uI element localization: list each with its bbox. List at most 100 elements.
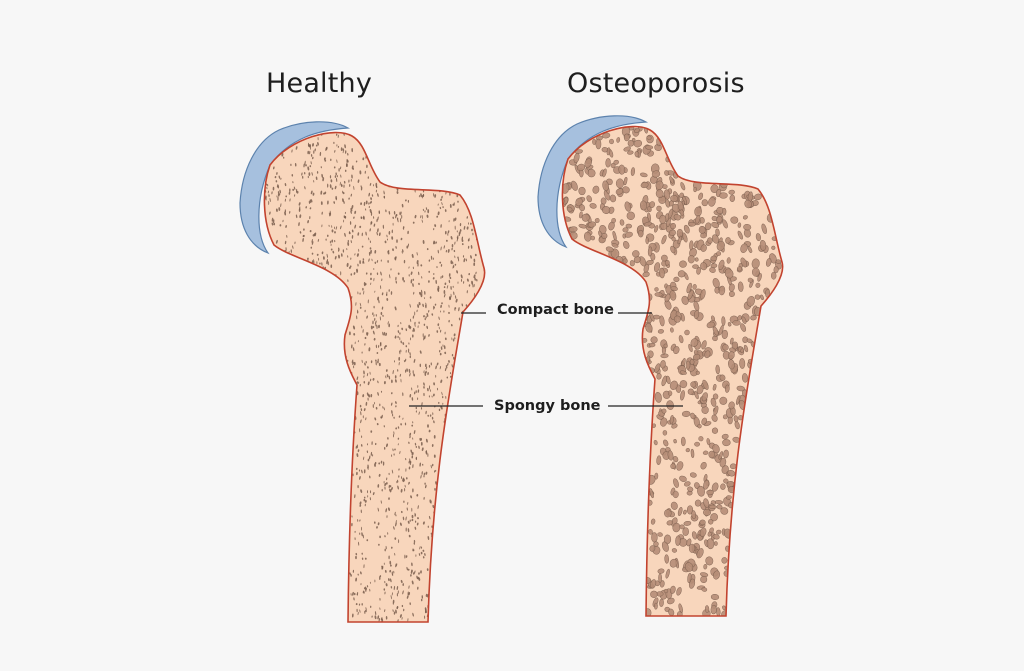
healthy-pore [363, 587, 366, 590]
healthy-pore [353, 185, 355, 190]
osteoporosis-pore [676, 461, 684, 471]
healthy-pore [459, 222, 462, 227]
osteoporosis-pore [710, 263, 718, 269]
healthy-pore [373, 314, 375, 317]
healthy-pore [398, 361, 400, 366]
healthy-pore [373, 267, 375, 271]
healthy-pore [451, 244, 454, 248]
healthy-pore [413, 429, 416, 435]
healthy-pore [440, 264, 443, 267]
healthy-pore [383, 195, 385, 199]
healthy-pore [397, 485, 399, 490]
osteoporosis-pore [623, 240, 630, 249]
healthy-pore [370, 197, 373, 200]
healthy-pore [361, 557, 364, 560]
healthy-pore [336, 159, 338, 164]
healthy-pore [470, 255, 472, 259]
healthy-pore [312, 234, 315, 237]
healthy-pore [353, 365, 355, 369]
healthy-pore [380, 460, 383, 464]
osteoporosis-pore [625, 223, 632, 229]
healthy-pore [433, 305, 435, 310]
healthy-pore [453, 291, 455, 296]
healthy-pore [386, 515, 388, 519]
healthy-pore [458, 307, 460, 312]
osteoporosis-pore [701, 417, 708, 425]
osteoporosis-pore [690, 381, 697, 388]
healthy-pore [412, 327, 415, 332]
healthy-pore [357, 232, 360, 236]
osteoporosis-pore [573, 152, 580, 164]
healthy-pore [390, 291, 393, 295]
healthy-pore [395, 563, 398, 567]
healthy-pore [355, 160, 358, 163]
healthy-pore [422, 193, 425, 197]
healthy-pore [380, 416, 382, 419]
osteoporosis-pore [633, 139, 643, 148]
osteoporosis-pore [687, 289, 694, 300]
healthy-pore [301, 172, 303, 176]
healthy-pore [376, 231, 378, 236]
healthy-pore [347, 152, 349, 156]
healthy-pore [392, 448, 394, 452]
healthy-pore [418, 553, 421, 556]
healthy-pore [388, 323, 391, 328]
healthy-femur [239, 121, 486, 623]
osteoporosis-pore [694, 499, 702, 507]
healthy-pore [393, 211, 396, 215]
healthy-pore [369, 497, 371, 501]
healthy-pore [388, 578, 390, 582]
healthy-pore [394, 537, 397, 540]
healthy-pore [342, 192, 345, 195]
healthy-pore [370, 451, 373, 456]
osteoporosis-pore [669, 415, 674, 425]
osteoporosis-pore [692, 264, 699, 269]
healthy-pore [441, 302, 443, 305]
healthy-pore [310, 246, 313, 249]
healthy-pore [302, 234, 304, 238]
osteoporosis-pore [622, 186, 630, 194]
healthy-pore [356, 608, 358, 613]
healthy-pore [372, 326, 375, 329]
osteoporosis-pore [666, 520, 674, 526]
osteoporosis-pore [592, 138, 597, 145]
healthy-pore [411, 424, 414, 427]
osteoporosis-pore [657, 568, 665, 574]
healthy-pore [304, 186, 306, 190]
healthy-pore [409, 355, 412, 359]
healthy-pore [372, 454, 374, 457]
osteoporosis-pore [650, 579, 657, 589]
healthy-pore [400, 218, 402, 223]
osteoporosis-pore [663, 439, 669, 447]
healthy-pore [393, 570, 395, 574]
healthy-pore [376, 351, 379, 355]
healthy-pore [428, 429, 431, 433]
healthy-pore [350, 574, 352, 577]
healthy-pore [410, 495, 413, 499]
healthy-pore [361, 351, 363, 354]
healthy-pore [294, 194, 296, 197]
osteoporosis-pore [723, 449, 729, 459]
healthy-pore [338, 247, 340, 250]
healthy-pore [295, 146, 298, 150]
healthy-pore [418, 411, 420, 415]
healthy-pore [408, 481, 410, 484]
healthy-pore [413, 291, 415, 295]
healthy-pore [411, 562, 413, 567]
healthy-pore [402, 477, 404, 482]
healthy-pore [440, 198, 442, 201]
healthy-pore [428, 280, 430, 283]
healthy-pore [309, 144, 312, 148]
healthy-pore [363, 564, 365, 569]
osteoporosis-pore [691, 531, 698, 540]
healthy-pore [394, 511, 396, 516]
healthy-pore [411, 387, 413, 391]
healthy-pore [422, 333, 424, 338]
healthy-pore [465, 304, 468, 307]
healthy-pore [410, 460, 412, 464]
healthy-pore [382, 314, 384, 317]
osteoporosis-pore [722, 605, 726, 611]
healthy-pore [425, 366, 428, 370]
healthy-pore [432, 277, 435, 280]
osteoporosis-pore [695, 370, 700, 375]
